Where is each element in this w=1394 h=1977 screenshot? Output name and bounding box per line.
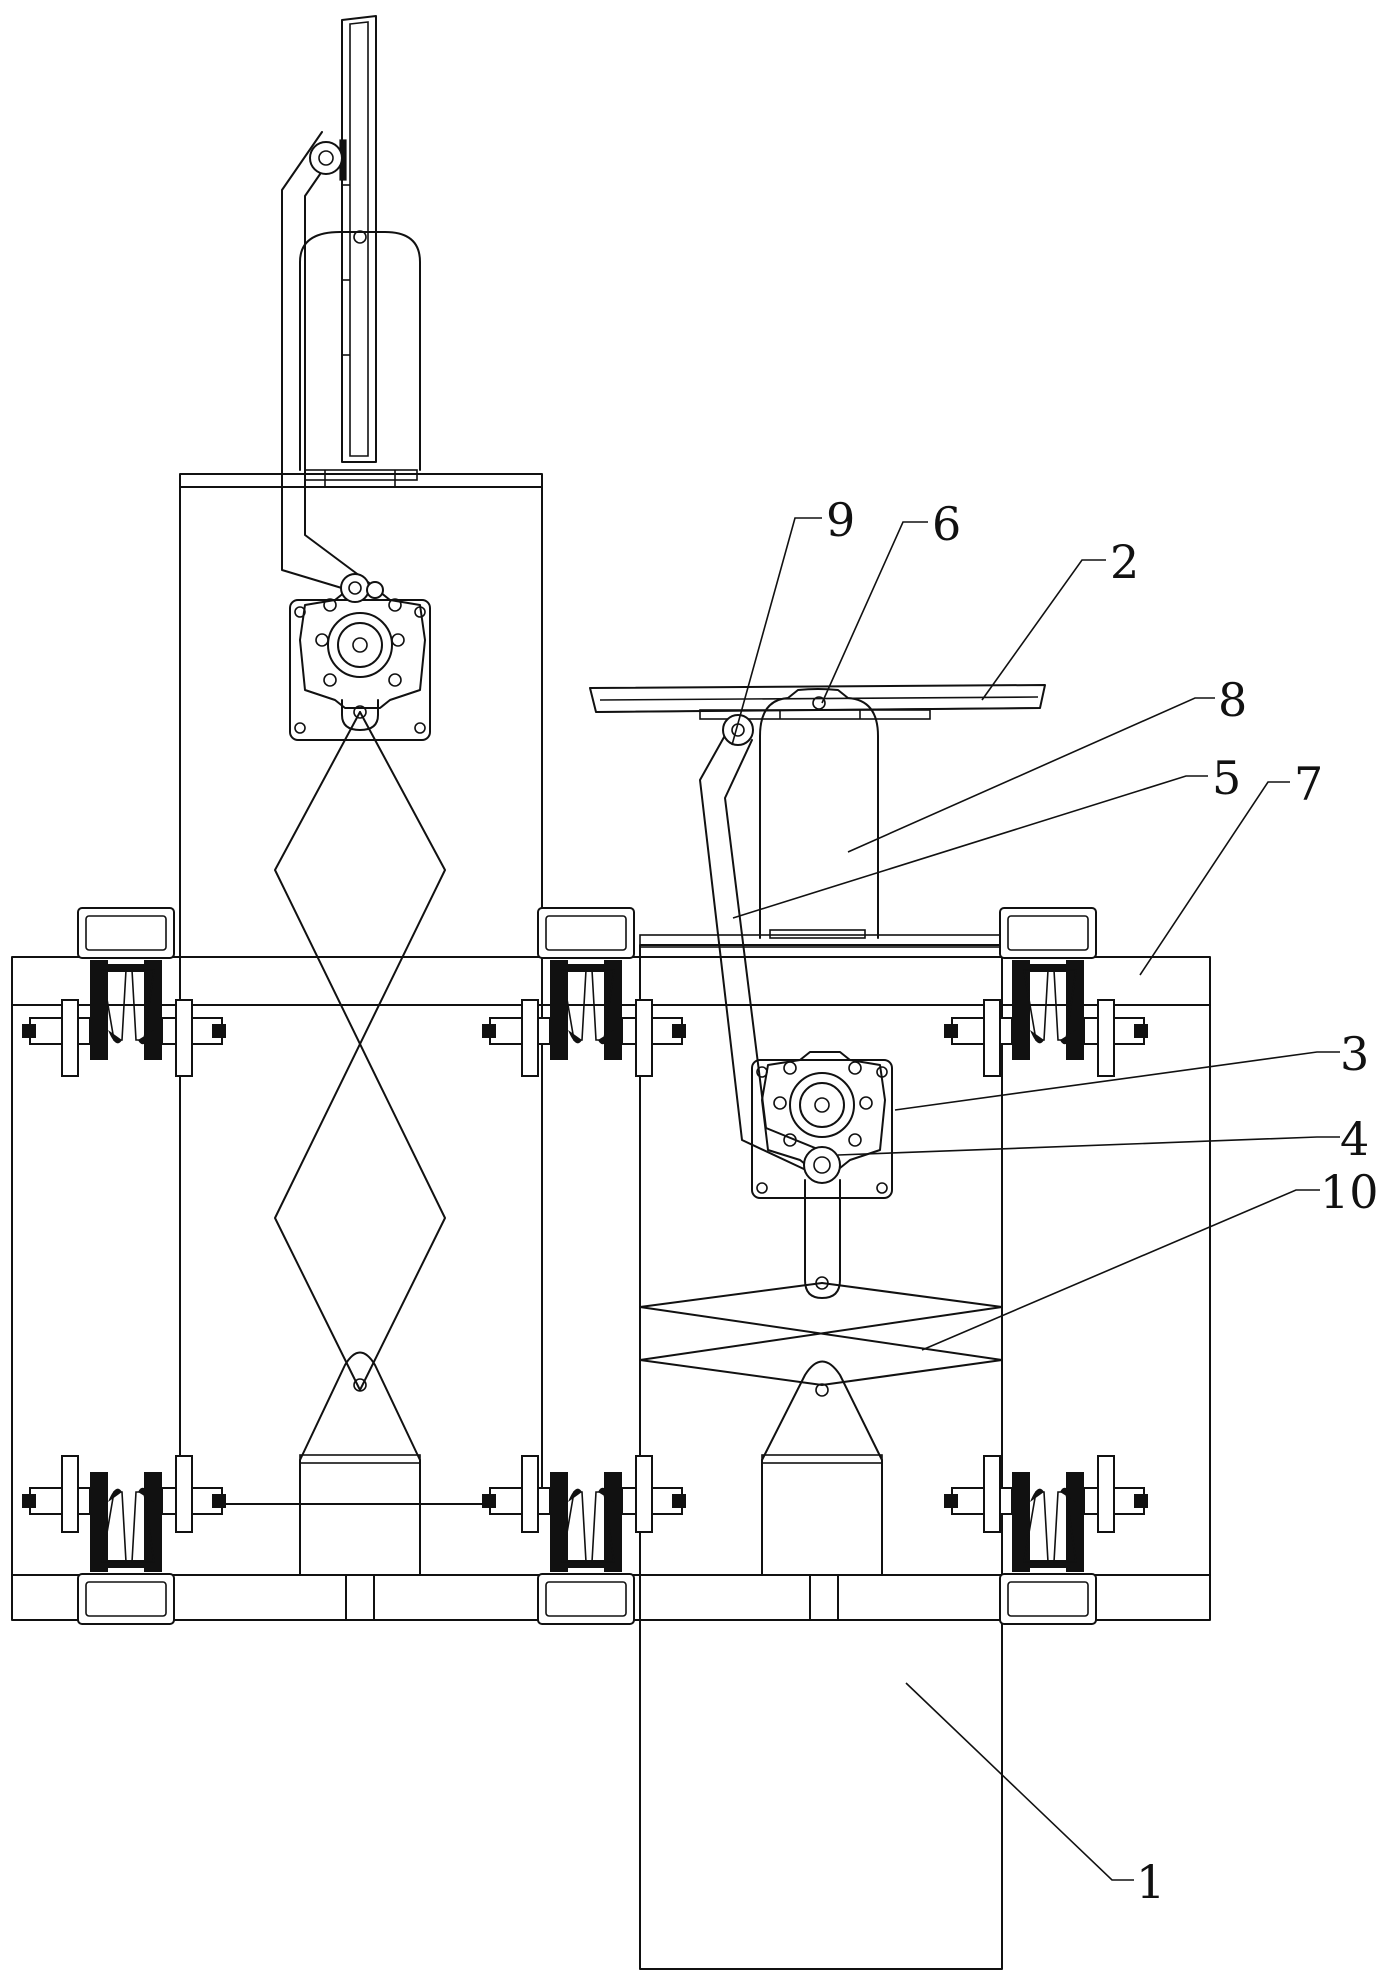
right-column	[639, 688, 1003, 948]
callout-label: 5	[1212, 751, 1241, 805]
left-housing	[179, 469, 543, 1505]
callout-label: 3	[1340, 1027, 1369, 1081]
callout-6: 6	[821, 497, 961, 704]
left-scissor-lift	[274, 711, 446, 1391]
clamp-assembly-top-middle	[481, 907, 687, 1077]
clamp-assembly-bottom-middle	[481, 1455, 687, 1625]
clamp-assembly-top-left	[21, 907, 227, 1077]
right-panel	[589, 684, 1046, 720]
callout-5: 5	[732, 751, 1241, 919]
callout-label: 8	[1218, 673, 1247, 727]
callout-3: 3	[894, 1027, 1369, 1111]
callout-label: 10	[1320, 1165, 1379, 1219]
callout-1: 1	[905, 1682, 1165, 1909]
right-link-arm	[699, 714, 821, 1171]
clamp-assembly-bottom-left	[21, 1455, 227, 1625]
left-panel	[339, 15, 377, 463]
clamp-assembly-bottom-right	[943, 1455, 1149, 1625]
callout-label: 9	[826, 493, 855, 547]
callout-label: 7	[1294, 757, 1323, 811]
callout-2: 2	[981, 535, 1139, 701]
left-link-arm	[281, 131, 373, 593]
callout-8: 8	[847, 673, 1247, 853]
callout-label: 4	[1340, 1112, 1369, 1166]
callout-label: 6	[932, 497, 961, 551]
left-column	[299, 230, 421, 471]
right-hinge-base	[761, 1360, 883, 1576]
callout-label: 1	[1136, 1855, 1165, 1909]
right-gearbox	[751, 1051, 893, 1299]
callout-4: 4	[837, 1112, 1369, 1166]
callout-label: 2	[1110, 535, 1139, 589]
left-gearbox	[289, 573, 431, 741]
callout-7: 7	[1139, 757, 1323, 976]
clamp-assembly-top-right	[943, 907, 1149, 1077]
right-scissor-lift	[639, 1282, 1003, 1386]
left-hinge-base	[299, 1351, 421, 1576]
callout-10: 10	[921, 1165, 1379, 1351]
callout-9: 9	[731, 493, 855, 746]
